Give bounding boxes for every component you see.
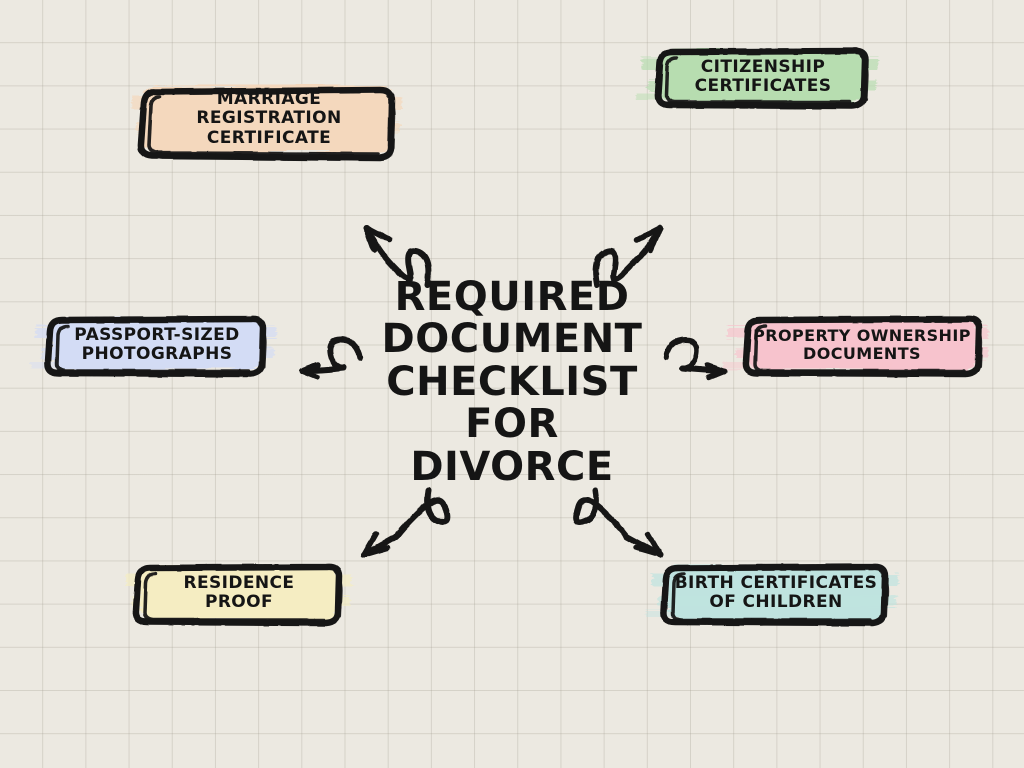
connector-to-property [663, 337, 727, 380]
connector-to-marriage [363, 225, 432, 288]
node-border-birth [660, 563, 889, 627]
connector-to-passport [299, 337, 363, 380]
node-border-marriage [137, 86, 396, 162]
node-property-ownership-documents[interactable] [722, 315, 988, 378]
node-border-residence [132, 563, 343, 627]
node-border-property [742, 315, 983, 378]
node-fill-residence [126, 566, 352, 620]
node-fill-passport [30, 318, 276, 370]
node-birth-certificates-of-children[interactable] [646, 563, 898, 627]
node-marriage-registration-certificate[interactable] [132, 86, 402, 162]
node-fill-citizenship [636, 50, 878, 102]
node-residence-proof[interactable] [126, 563, 352, 627]
node-fill-marriage [132, 86, 402, 152]
connector-to-birth [573, 487, 663, 558]
node-citizenship-certificates[interactable] [636, 47, 878, 110]
node-border-citizenship [654, 47, 869, 110]
connector-to-citizenship [592, 225, 663, 288]
node-fill-property [722, 318, 988, 370]
node-border-passport [44, 315, 267, 378]
node-fill-birth [646, 566, 898, 620]
node-passport-sized-photographs[interactable] [30, 315, 276, 378]
connector-to-residence [361, 487, 450, 558]
